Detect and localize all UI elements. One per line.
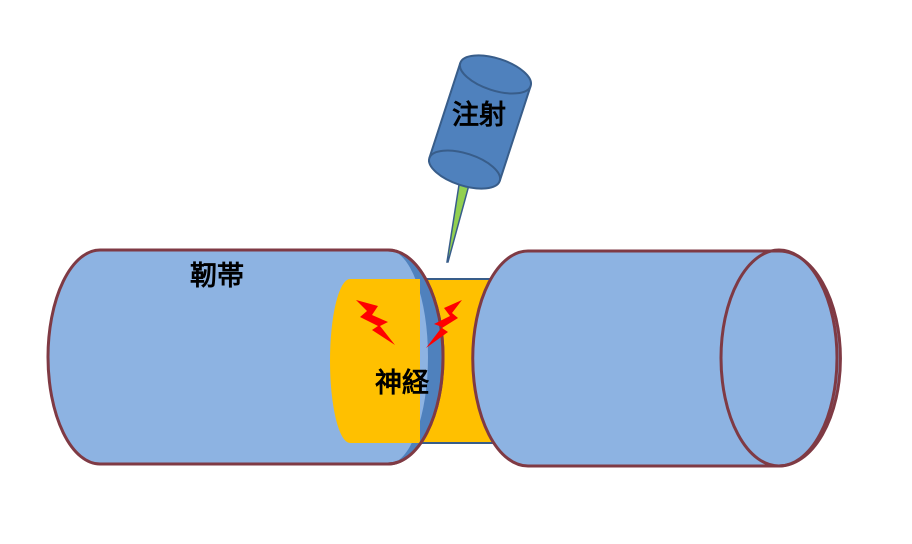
label-injection: 注射 [452,99,506,131]
ligament-left-opening [388,250,443,464]
pain-lightning-right-icon [426,300,462,348]
syringe-icon [428,54,532,263]
ligament-right-end [719,248,839,468]
nerve-inside-left [330,279,420,443]
syringe-barrel-outline [428,62,532,182]
ligament-right-body [471,249,842,468]
label-nerve: 神経 [375,367,430,399]
pain-lightning-left-icon [356,300,395,345]
label-ligament: 靭帯 [190,260,244,292]
ligament-left-tube [46,248,445,466]
ligament-left-end-outline [387,248,445,466]
ligament-right-tube [471,248,842,468]
